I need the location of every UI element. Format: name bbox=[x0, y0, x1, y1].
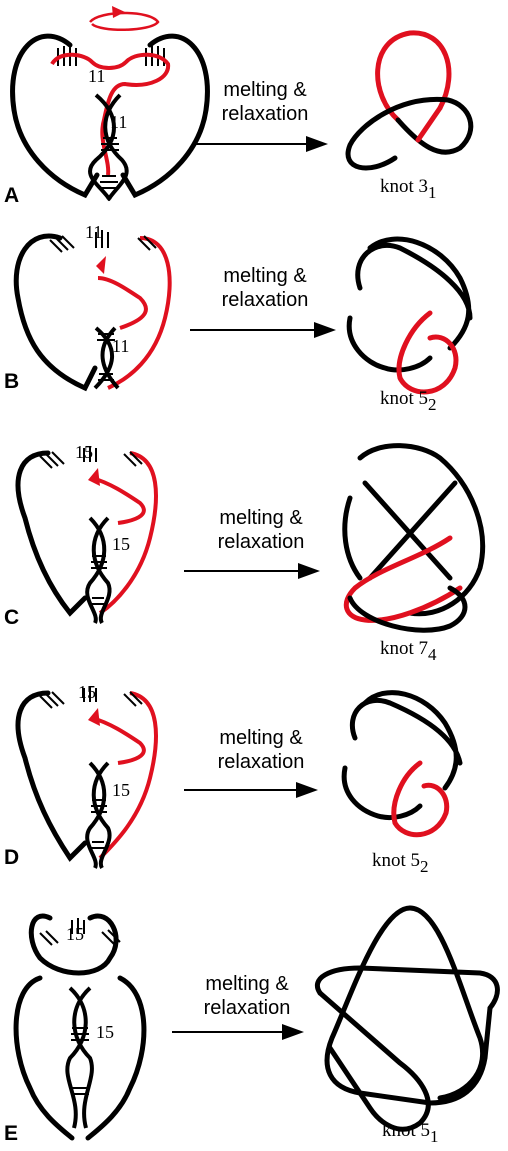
helix-rungs bbox=[71, 1028, 89, 1094]
helix-number-bottom: 11 bbox=[110, 112, 127, 133]
knot-label: knot 31 bbox=[380, 176, 437, 203]
dna-outline bbox=[18, 453, 85, 613]
knot-label: knot 51 bbox=[382, 1120, 439, 1147]
arrow-label-line1: melting & bbox=[182, 972, 312, 996]
knot-5-2-icon bbox=[349, 239, 470, 392]
arrow-label-line2: relaxation bbox=[196, 530, 326, 554]
panel-letter: B bbox=[4, 370, 19, 394]
knot-label: knot 52 bbox=[372, 850, 429, 877]
red-arrowhead bbox=[88, 708, 100, 726]
knot-label: knot 74 bbox=[380, 638, 437, 665]
panel-c: 15 15 melting & relaxation C knot 74 bbox=[0, 438, 508, 668]
panel-d-figure bbox=[0, 668, 508, 898]
arrow-label-line1: melting & bbox=[200, 264, 330, 288]
red-arrowhead bbox=[96, 256, 106, 274]
arrow-label-line2: relaxation bbox=[196, 750, 326, 774]
helix-number-top: 15 bbox=[66, 924, 84, 945]
knot-5-1-icon bbox=[317, 908, 497, 1129]
helix-number-top: 15 bbox=[78, 682, 96, 703]
knot-5-2-icon bbox=[344, 693, 460, 835]
helix-strand bbox=[87, 763, 109, 868]
helix-strand bbox=[90, 95, 127, 200]
helix-number-bottom: 11 bbox=[112, 336, 129, 357]
panel-b: 11 11 melting & relaxation B knot 52 bbox=[0, 218, 508, 448]
arrow-label-line2: relaxation bbox=[182, 996, 312, 1020]
helix-number-bottom: 15 bbox=[112, 780, 130, 801]
helix-strand bbox=[87, 518, 109, 623]
helix-number-top: 15 bbox=[75, 442, 93, 463]
arrow-label-line2: relaxation bbox=[200, 288, 330, 312]
arrow-label-line1: melting & bbox=[196, 726, 326, 750]
helix-number-bottom: 15 bbox=[96, 1022, 114, 1043]
panel-letter: E bbox=[4, 1122, 18, 1146]
knot-trefoil-icon bbox=[348, 33, 471, 168]
rotation-arrow-icon bbox=[90, 13, 158, 30]
arrow-label-line1: melting & bbox=[200, 78, 330, 102]
panel-d: 15 15 melting & relaxation D knot 52 bbox=[0, 668, 508, 898]
panel-e: 15 15 melting & relaxation E knot 51 bbox=[0, 898, 508, 1151]
panel-letter: A bbox=[4, 184, 19, 208]
red-arrowhead bbox=[88, 468, 100, 486]
helix-number-top: 11 bbox=[88, 66, 105, 87]
hatched-hairpin bbox=[50, 230, 156, 252]
panel-a: 11 11 melting & relaxation A knot 31 bbox=[0, 0, 508, 230]
helix-number-top: 11 bbox=[85, 222, 102, 243]
knot-label: knot 52 bbox=[380, 388, 437, 415]
dna-outline bbox=[18, 693, 85, 858]
arrow-label-line2: relaxation bbox=[200, 102, 330, 126]
panel-letter: D bbox=[4, 846, 19, 870]
helix-strand bbox=[67, 988, 92, 1128]
panel-letter: C bbox=[4, 606, 19, 630]
helix-number-bottom: 15 bbox=[112, 534, 130, 555]
dna-outline bbox=[16, 236, 95, 388]
knot-7-4-icon bbox=[345, 446, 483, 631]
arrow-label-line1: melting & bbox=[196, 506, 326, 530]
